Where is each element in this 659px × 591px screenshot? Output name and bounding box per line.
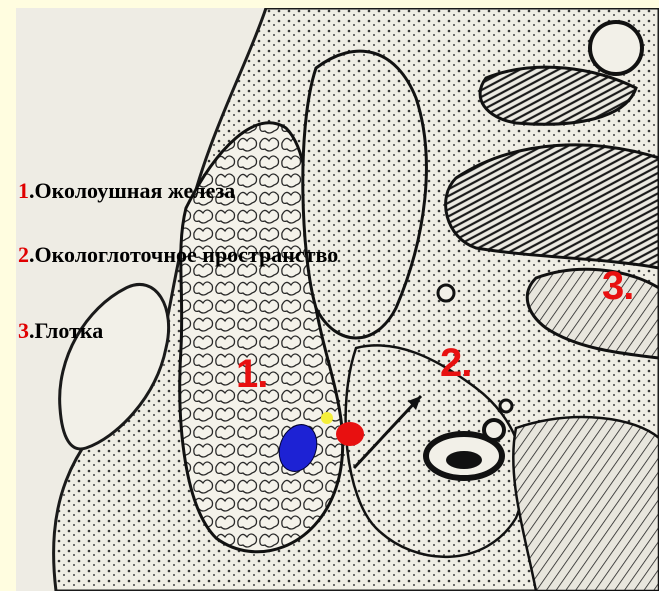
anatomical-section-illustration — [16, 8, 659, 591]
legend-number: 1 — [18, 178, 29, 203]
nerve-yellow — [321, 412, 333, 424]
legend-text: .Околоушная железа — [29, 178, 235, 203]
label-parotid: 1. — [236, 352, 267, 397]
label-pharynx: 3. — [602, 264, 633, 309]
legend-text: .Окологлоточное пространство — [29, 242, 338, 267]
label-parapharyngeal: 2. — [440, 341, 471, 386]
legend-item-2: 2.Окологлоточное пространство — [18, 242, 338, 268]
legend-number: 2 — [18, 242, 29, 267]
legend-item-3: 3.Глотка — [18, 318, 103, 344]
lower-right-tissue — [513, 417, 659, 591]
legend-item-1: 1.Околоушная железа — [18, 178, 235, 204]
legend-text: .Глотка — [29, 318, 103, 343]
legend-number: 3 — [18, 318, 29, 343]
artery-red — [336, 422, 364, 446]
